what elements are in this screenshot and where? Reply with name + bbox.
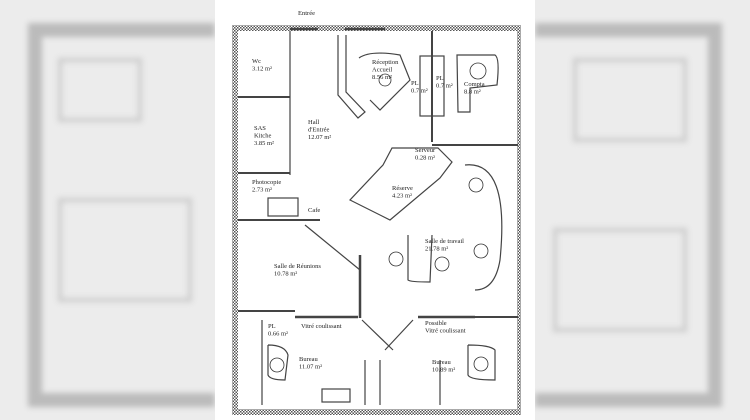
room-label-line: 3.12 m² (252, 66, 272, 73)
room-label-line: 10.89 m² (432, 367, 455, 374)
room-label-vitre1: Vitré coulissant (301, 323, 342, 330)
room-label-line: Accueil (372, 67, 392, 74)
room-label-line: 3.85 m² (254, 140, 274, 147)
room-label-line: 0.66 m² (268, 331, 288, 338)
room-label-line: Wc (252, 58, 261, 65)
room-label-line: Kitche (254, 133, 271, 140)
room-label-line: 8.8 m² (464, 89, 481, 96)
room-label-line: Possible (425, 320, 447, 327)
room-label-line: Compta (464, 81, 485, 88)
room-label-line: 4.23 m² (392, 193, 412, 200)
room-label-line: PL (411, 80, 419, 87)
room-label-line: 0.28 m² (415, 155, 435, 162)
room-label-line: 21.78 m² (425, 246, 448, 253)
room-label-line: d'Entrée (308, 127, 329, 134)
room-label-line: 0.7 m² (411, 88, 428, 95)
room-label-pl2: PL0.7 m² (436, 75, 453, 90)
room-label-line: PL (436, 75, 444, 82)
entrance-label: Entrée (298, 10, 315, 17)
blurred-plan-right (535, 0, 750, 420)
room-label-line: Salle de Réunions (274, 263, 321, 270)
room-label-wc: Wc3.12 m² (252, 58, 272, 73)
room-label-line: 12.07 m² (308, 134, 331, 141)
room-label-line: Vitré coulissant (425, 328, 466, 335)
room-label-line: Hall (308, 119, 319, 126)
room-label-line: Réception (372, 59, 399, 66)
room-label-line: Salle de travail (425, 238, 464, 245)
room-label-line: Bureau (432, 359, 452, 366)
interior-walls (238, 27, 518, 405)
room-label-line: 8.56 m² (372, 74, 392, 81)
room-label-line: 0.7 m² (436, 83, 453, 90)
room-label-line: 10.78 m² (274, 271, 297, 278)
room-label-line: SAS (254, 125, 266, 132)
room-label-line: Vitré coulissant (301, 323, 342, 330)
blurred-plan-left (0, 0, 215, 420)
room-label-line: Cafe (308, 207, 320, 214)
room-label-pl1: PL0.7 m² (411, 80, 428, 95)
room-label-pl3: PL0.66 m² (268, 323, 288, 338)
room-label-line: PL (268, 323, 276, 330)
room-label-line: 2.73 m² (252, 187, 272, 194)
room-label-line: Serveur (415, 147, 436, 154)
room-label-cafe: Cafe (308, 207, 320, 214)
room-label-line: Photocopie (252, 179, 281, 186)
chair-icons (269, 62, 489, 373)
room-label-line: Bureau (299, 356, 319, 363)
room-label-line: 11.07 m² (299, 364, 322, 371)
room-label-line: Réserve (392, 185, 413, 192)
